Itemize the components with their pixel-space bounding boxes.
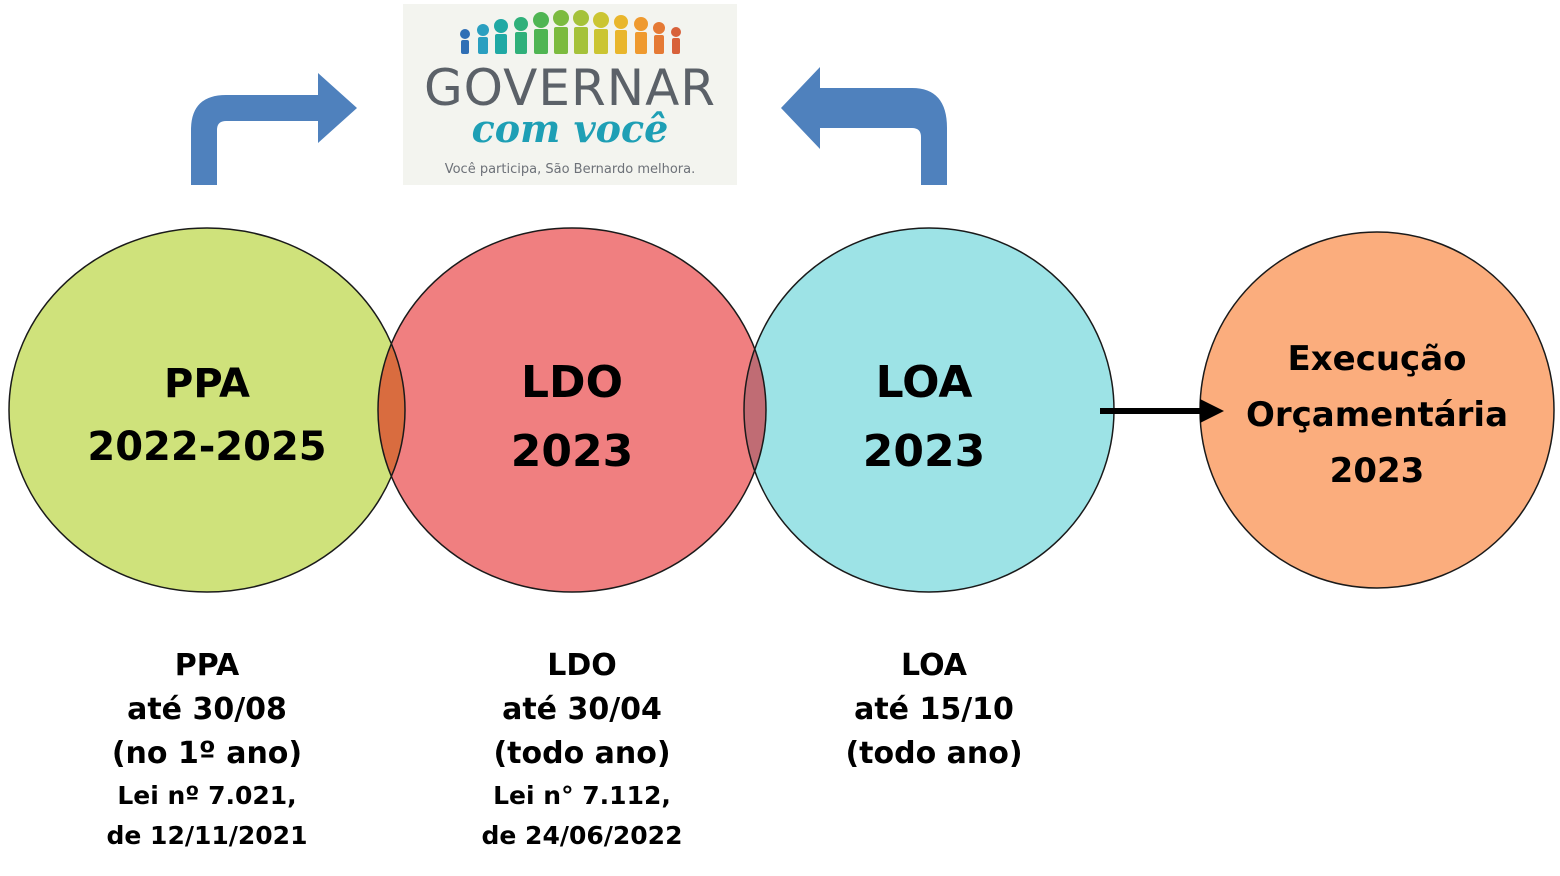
exec-title-line1: Execução [1287,339,1466,379]
ldo-title: LDO [521,357,623,408]
ldo-note-law-date: de 24/06/2022 [481,821,683,850]
ppa-deadline-note: PPA até 30/08 (no 1º ano) Lei nº 7.021, … [57,644,357,856]
ldo-note-frequency: (todo ano) [493,736,671,771]
left-bent-arrow [191,73,357,185]
exec-title-line3: 2023 [1330,451,1425,491]
exec-arrow-head [1200,399,1224,423]
exec-title-line2: Orçamentária [1246,395,1508,435]
ldo-circle [378,228,766,592]
loa-note-deadline: até 15/10 [854,692,1014,727]
ppa-circle [9,228,405,592]
ppa-note-deadline: até 30/08 [127,692,287,727]
loa-year: 2023 [863,426,985,477]
ppa-title: PPA [164,361,250,407]
ldo-deadline-note: LDO até 30/04 (todo ano) Lei n° 7.112, d… [432,644,732,856]
ppa-note-title: PPA [174,648,240,683]
loa-deadline-note: LOA até 15/10 (todo ano) [784,644,1084,776]
ldo-note-law: Lei n° 7.112, [493,781,671,810]
ldo-circle-outline [377,227,767,593]
ldo-year: 2023 [511,426,633,477]
ppa-circle-outline [8,227,406,593]
people-figures-icon [460,10,681,54]
loa-title: LOA [876,357,973,408]
right-bent-arrow [781,67,947,185]
ppa-period: 2022-2025 [87,424,326,470]
loa-circle [744,228,1114,592]
logo-title: GOVERNAR [423,59,717,117]
governar-logo: GOVERNAR com você Você participa, São Be… [403,4,737,185]
ppa-note-law: Lei nº 7.021, [117,781,297,810]
logo-tagline: Você participa, São Bernardo melhora. [444,162,696,177]
ldo-note-deadline: até 30/04 [502,692,662,727]
ppa-note-frequency: (no 1º ano) [111,736,303,771]
ldo-note-title: LDO [547,648,617,683]
ppa-note-law-date: de 12/11/2021 [106,821,308,850]
loa-note-frequency: (todo ano) [845,736,1023,771]
loa-note-title: LOA [901,648,967,683]
logo-subtitle: com você [471,106,669,151]
